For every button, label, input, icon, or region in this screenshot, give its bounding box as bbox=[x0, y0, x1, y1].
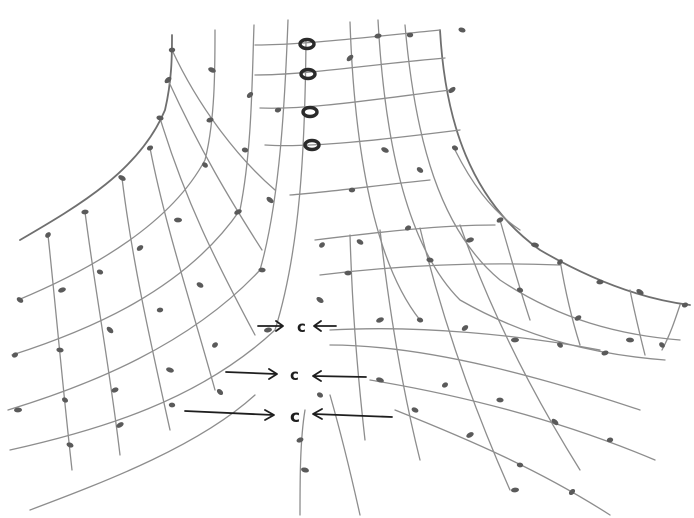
letter-c-label: c bbox=[290, 407, 300, 427]
left-wing-grid bbox=[8, 20, 306, 510]
lower-sheet-column bbox=[330, 395, 360, 515]
grid-node bbox=[496, 397, 504, 402]
grid-node bbox=[407, 33, 413, 38]
grid-node bbox=[345, 54, 354, 63]
lower-sheet-grid bbox=[300, 225, 655, 515]
letter-c-label: c bbox=[297, 318, 306, 336]
grid-node bbox=[596, 279, 604, 284]
grid-node bbox=[568, 488, 577, 496]
grid-node bbox=[681, 302, 689, 309]
top-sheet-row bbox=[255, 30, 440, 45]
spine-ring bbox=[300, 40, 314, 49]
left-pointing-arrow bbox=[313, 409, 392, 419]
grid-node bbox=[169, 402, 176, 407]
grid-node bbox=[626, 337, 634, 342]
grid-node bbox=[233, 208, 242, 216]
grid-node bbox=[458, 27, 466, 34]
grid-node bbox=[165, 367, 174, 374]
grid-node bbox=[411, 406, 420, 413]
lower-sheet-row bbox=[315, 225, 495, 240]
left-wing-column bbox=[168, 80, 262, 250]
right-wing-column bbox=[500, 220, 530, 320]
grid-node bbox=[451, 144, 459, 151]
arrow-group-2: c bbox=[226, 366, 366, 384]
grid-node bbox=[211, 341, 219, 349]
right-wing-column bbox=[560, 260, 580, 345]
grid-node bbox=[356, 238, 365, 246]
grid-node bbox=[296, 436, 305, 443]
grid-node bbox=[601, 350, 609, 357]
right-pointing-arrow bbox=[226, 369, 277, 379]
grid-node bbox=[606, 437, 613, 443]
grid-node bbox=[511, 338, 519, 343]
right-wing-column bbox=[662, 305, 680, 350]
grid-node bbox=[105, 325, 114, 334]
top-sheet-row bbox=[265, 130, 460, 146]
right-wing-grid bbox=[350, 20, 690, 360]
left-wing-column bbox=[85, 212, 120, 455]
grid-node bbox=[146, 145, 154, 152]
lower-sheet-row bbox=[320, 264, 560, 275]
lower-sheet-column bbox=[380, 230, 420, 460]
grid-node bbox=[315, 296, 324, 305]
grid-node bbox=[196, 281, 205, 289]
arrow-group-1: c bbox=[258, 318, 336, 336]
grid-node bbox=[461, 324, 470, 332]
grid-node bbox=[416, 166, 425, 174]
grid-node bbox=[441, 381, 449, 389]
grid-node bbox=[56, 347, 64, 353]
grid-node bbox=[380, 146, 389, 154]
lower-sheet-column bbox=[420, 228, 510, 490]
lower-sheet-row bbox=[395, 410, 610, 515]
right-wing-column bbox=[455, 150, 520, 230]
grid-node bbox=[416, 317, 423, 323]
grid-node bbox=[174, 217, 182, 222]
lower-sheet-row bbox=[330, 345, 640, 410]
lower-sheet-row bbox=[370, 380, 655, 460]
top-sheet-row bbox=[290, 180, 430, 195]
grid-node-layer bbox=[11, 27, 689, 497]
grid-node bbox=[169, 47, 176, 52]
left-wing-row bbox=[8, 20, 288, 410]
lower-sheet-column bbox=[350, 235, 365, 440]
grid-node bbox=[264, 327, 273, 333]
grid-node bbox=[57, 286, 66, 293]
grid-node bbox=[11, 351, 19, 358]
grid-node bbox=[81, 209, 89, 215]
left-wing-row bbox=[12, 25, 254, 355]
letter-c-label: c bbox=[290, 366, 299, 384]
grid-node bbox=[375, 316, 384, 323]
spine-rings bbox=[300, 40, 319, 150]
left-wing-column bbox=[48, 235, 72, 470]
grid-node bbox=[374, 33, 382, 39]
grid-node bbox=[318, 241, 326, 249]
left-wing-edge-line bbox=[20, 35, 172, 240]
top-sheet-grid bbox=[255, 30, 460, 195]
right-wing-column bbox=[630, 290, 645, 355]
grid-node bbox=[136, 244, 145, 252]
grid-node bbox=[301, 467, 310, 474]
grid-node bbox=[404, 224, 412, 231]
grid-node bbox=[156, 307, 163, 313]
left-wing-row bbox=[18, 30, 215, 300]
grid-node bbox=[316, 391, 324, 398]
grid-node bbox=[246, 91, 255, 99]
spine-ring bbox=[301, 70, 315, 79]
left-wing-column bbox=[122, 178, 170, 430]
grid-node bbox=[216, 388, 225, 396]
lower-sheet-column bbox=[300, 410, 305, 515]
grid-node bbox=[206, 117, 214, 123]
grid-node bbox=[516, 287, 524, 294]
grid-node bbox=[258, 268, 265, 273]
grid-node bbox=[96, 269, 104, 276]
left-wing-row bbox=[10, 40, 306, 450]
right-wing-row bbox=[378, 20, 665, 360]
grid-node bbox=[465, 431, 474, 439]
grid-node bbox=[511, 487, 520, 493]
